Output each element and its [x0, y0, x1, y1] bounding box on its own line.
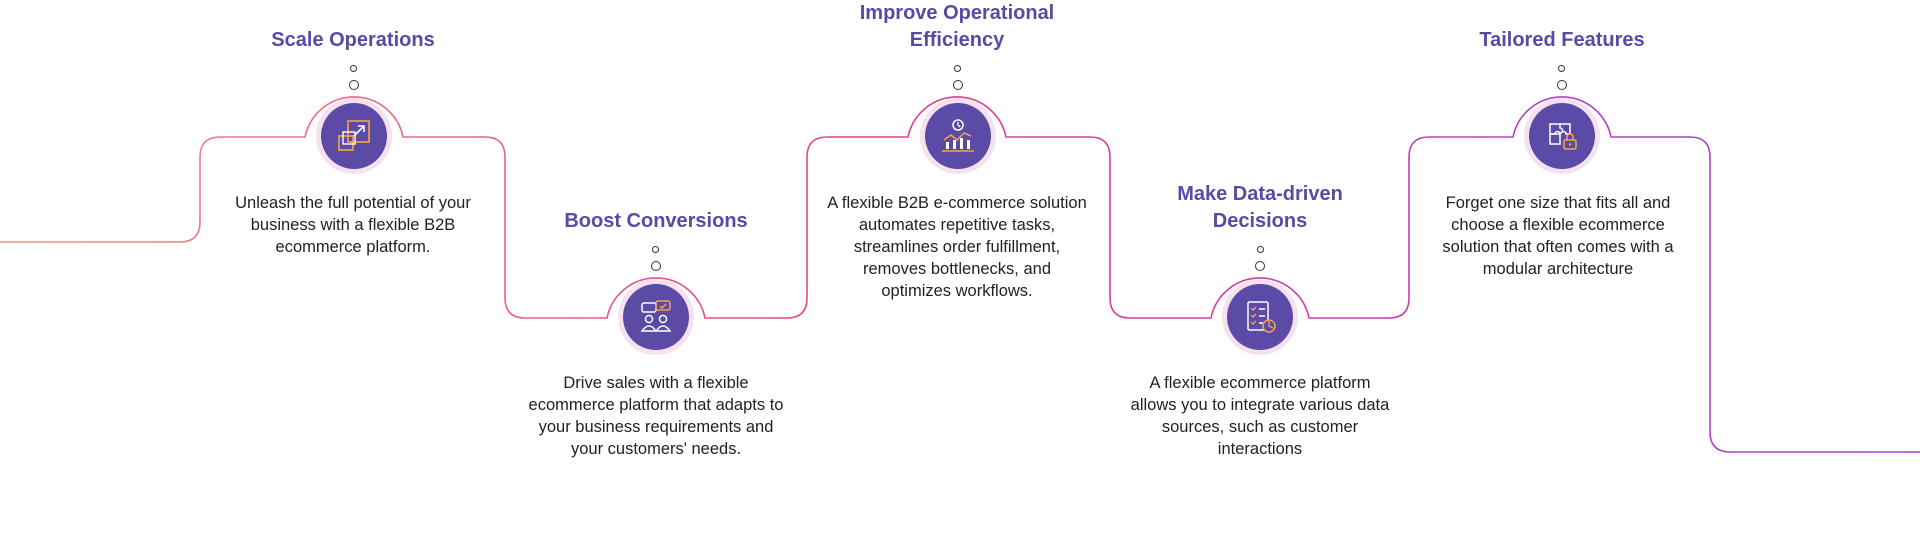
- efficiency-chart-icon: [942, 119, 974, 152]
- step-title-scale-operations: Scale Operations: [271, 29, 435, 51]
- step-icon-badge: [1529, 103, 1595, 169]
- step-description: Forget one size that fits all and choose…: [1442, 194, 1674, 278]
- step-icon-badge: [1227, 284, 1293, 350]
- step-description: A flexible B2B e-commerce solution autom…: [827, 194, 1087, 300]
- step-title-improve-efficiency: Improve Operational Efficiency: [859, 2, 1055, 51]
- step-description: A flexible ecommerce platform allows you…: [1130, 374, 1390, 458]
- connector-pin: [349, 80, 359, 90]
- scale-arrows-icon: [338, 120, 370, 151]
- connector-pin: [1255, 261, 1265, 271]
- step-icon-badge: [321, 103, 387, 169]
- step-title-tailored-features: Tailored Features: [1479, 29, 1645, 51]
- step-icon-badge: [925, 103, 991, 169]
- data-report-icon: [1247, 301, 1276, 333]
- connector-dot: [1257, 246, 1264, 253]
- connector-pin: [953, 80, 963, 90]
- connector-dot: [1558, 65, 1565, 72]
- step-title-data-driven: Make Data-driven Decisions: [1177, 183, 1343, 232]
- connector-dot: [954, 65, 961, 72]
- connector-dot: [652, 246, 659, 253]
- connector-dot: [350, 65, 357, 72]
- users-chat-icon: [640, 300, 672, 332]
- connector-pin: [1557, 80, 1567, 90]
- puzzle-lock-icon: [1549, 123, 1577, 150]
- step-title-boost-conversions: Boost Conversions: [564, 210, 748, 232]
- connector-pin: [651, 261, 661, 271]
- step-description: Drive sales with a flexible ecommerce pl…: [528, 374, 784, 458]
- step-icon-badge: [623, 284, 689, 350]
- step-description: Unleash the full potential of your busin…: [235, 194, 471, 256]
